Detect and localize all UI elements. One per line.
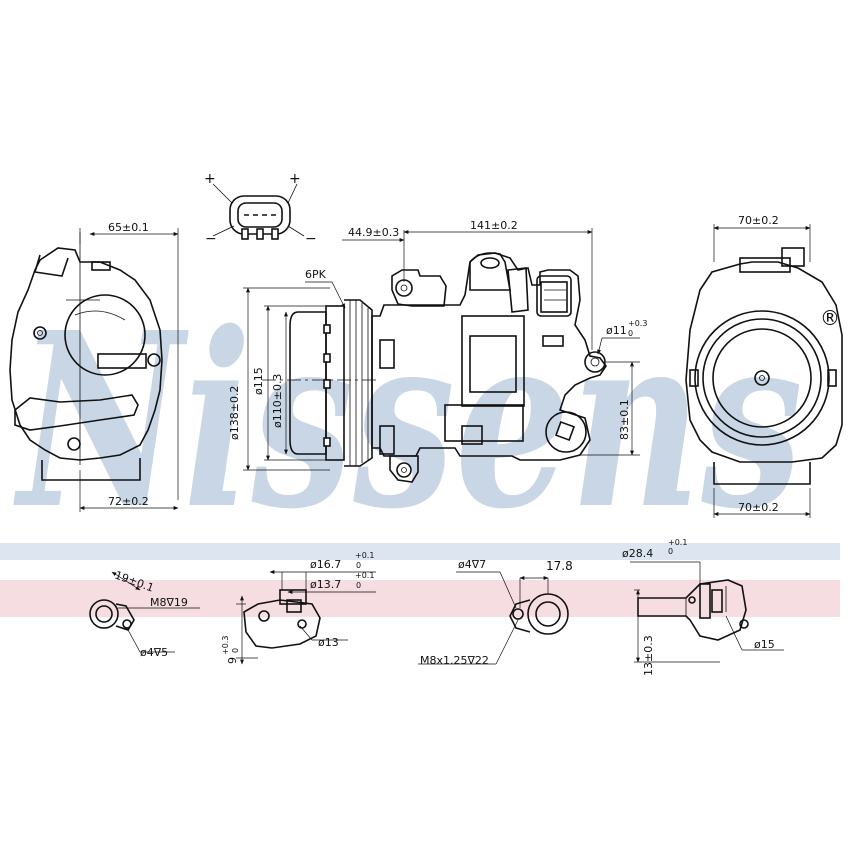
belt-label: 6PK — [305, 268, 327, 281]
d2-inner-tol: +0.1 — [355, 571, 374, 580]
watermark-text: Nissens — [13, 280, 803, 562]
d2-inner-label: ø13.7 — [310, 578, 341, 591]
mount-hole-tol2: 0 — [628, 329, 633, 338]
d4-dia-label: ø28.4 — [622, 547, 653, 560]
detail-4: ø28.4 +0.1 0 13±0.3 ø15 — [622, 538, 784, 676]
end-bottom-width: 70±0.2 — [738, 501, 779, 514]
d4-dia-tol: +0.1 — [668, 538, 687, 547]
front-view: ø138±0.2 ø115 ø110±0.3 6PK 44.9±0.3 141±… — [228, 219, 647, 483]
d3-thread-label: M8x1.25∇22 — [420, 654, 489, 667]
d4-height-label: 13±0.3 — [642, 635, 655, 676]
offset-label: 44.9±0.3 — [348, 226, 399, 239]
d2-small-label: ø13 — [318, 636, 339, 649]
side-view: 65±0.1 72±0.2 — [9, 221, 179, 512]
length-label: 141±0.2 — [470, 219, 518, 232]
mount-hole-tol: +0.3 — [628, 319, 647, 328]
side-top-width: 65±0.1 — [108, 221, 149, 234]
d1-pin-label: ø4∇5 — [140, 646, 168, 659]
d3-width-label: 17.8 — [546, 559, 573, 573]
minus-left-label: − — [205, 231, 217, 247]
height-label: 83±0.1 — [618, 399, 631, 440]
d2-height-label: 9 — [226, 657, 239, 664]
d3-pin-label: ø4∇7 — [458, 558, 486, 571]
minus-right-label: − — [305, 231, 317, 247]
end-top-width: 70±0.2 — [738, 214, 779, 227]
d4-small-label: ø15 — [754, 638, 775, 651]
d2-height-tol2: 0 — [231, 648, 240, 653]
d4-dia-tol2: 0 — [668, 547, 673, 556]
d2-outer-tol: +0.1 — [355, 551, 374, 560]
dia-115-label: ø115 — [252, 367, 265, 395]
dia-110-label: ø110±0.3 — [271, 374, 284, 428]
blue-band — [0, 543, 840, 560]
detail-2: ø16.7 +0.1 0 ø13.7 +0.1 0 ø13 9 +0.3 0 — [221, 551, 376, 665]
d2-height-tol: +0.3 — [221, 636, 230, 655]
detail-3: 17.8 ø4∇7 M8x1.25∇22 — [418, 558, 573, 667]
end-view: 70±0.2 70±0.2 — [685, 214, 843, 518]
pulley-dia-label: ø138±0.2 — [228, 386, 241, 440]
brand-watermark: Nissens ® — [13, 280, 840, 562]
d2-inner-tol2: 0 — [356, 581, 361, 590]
d2-outer-tol2: 0 — [356, 561, 361, 570]
mount-hole-label: ø11 — [606, 324, 627, 337]
d1-thread-label: M8∇19 — [150, 596, 188, 609]
plus-left-label: + — [204, 171, 216, 187]
d2-outer-label: ø16.7 — [310, 558, 341, 571]
registered-mark: ® — [820, 306, 840, 330]
connector-diagram: + + − − — [204, 171, 317, 247]
side-bottom-width: 72±0.2 — [108, 495, 149, 508]
plus-right-label: + — [289, 171, 301, 187]
